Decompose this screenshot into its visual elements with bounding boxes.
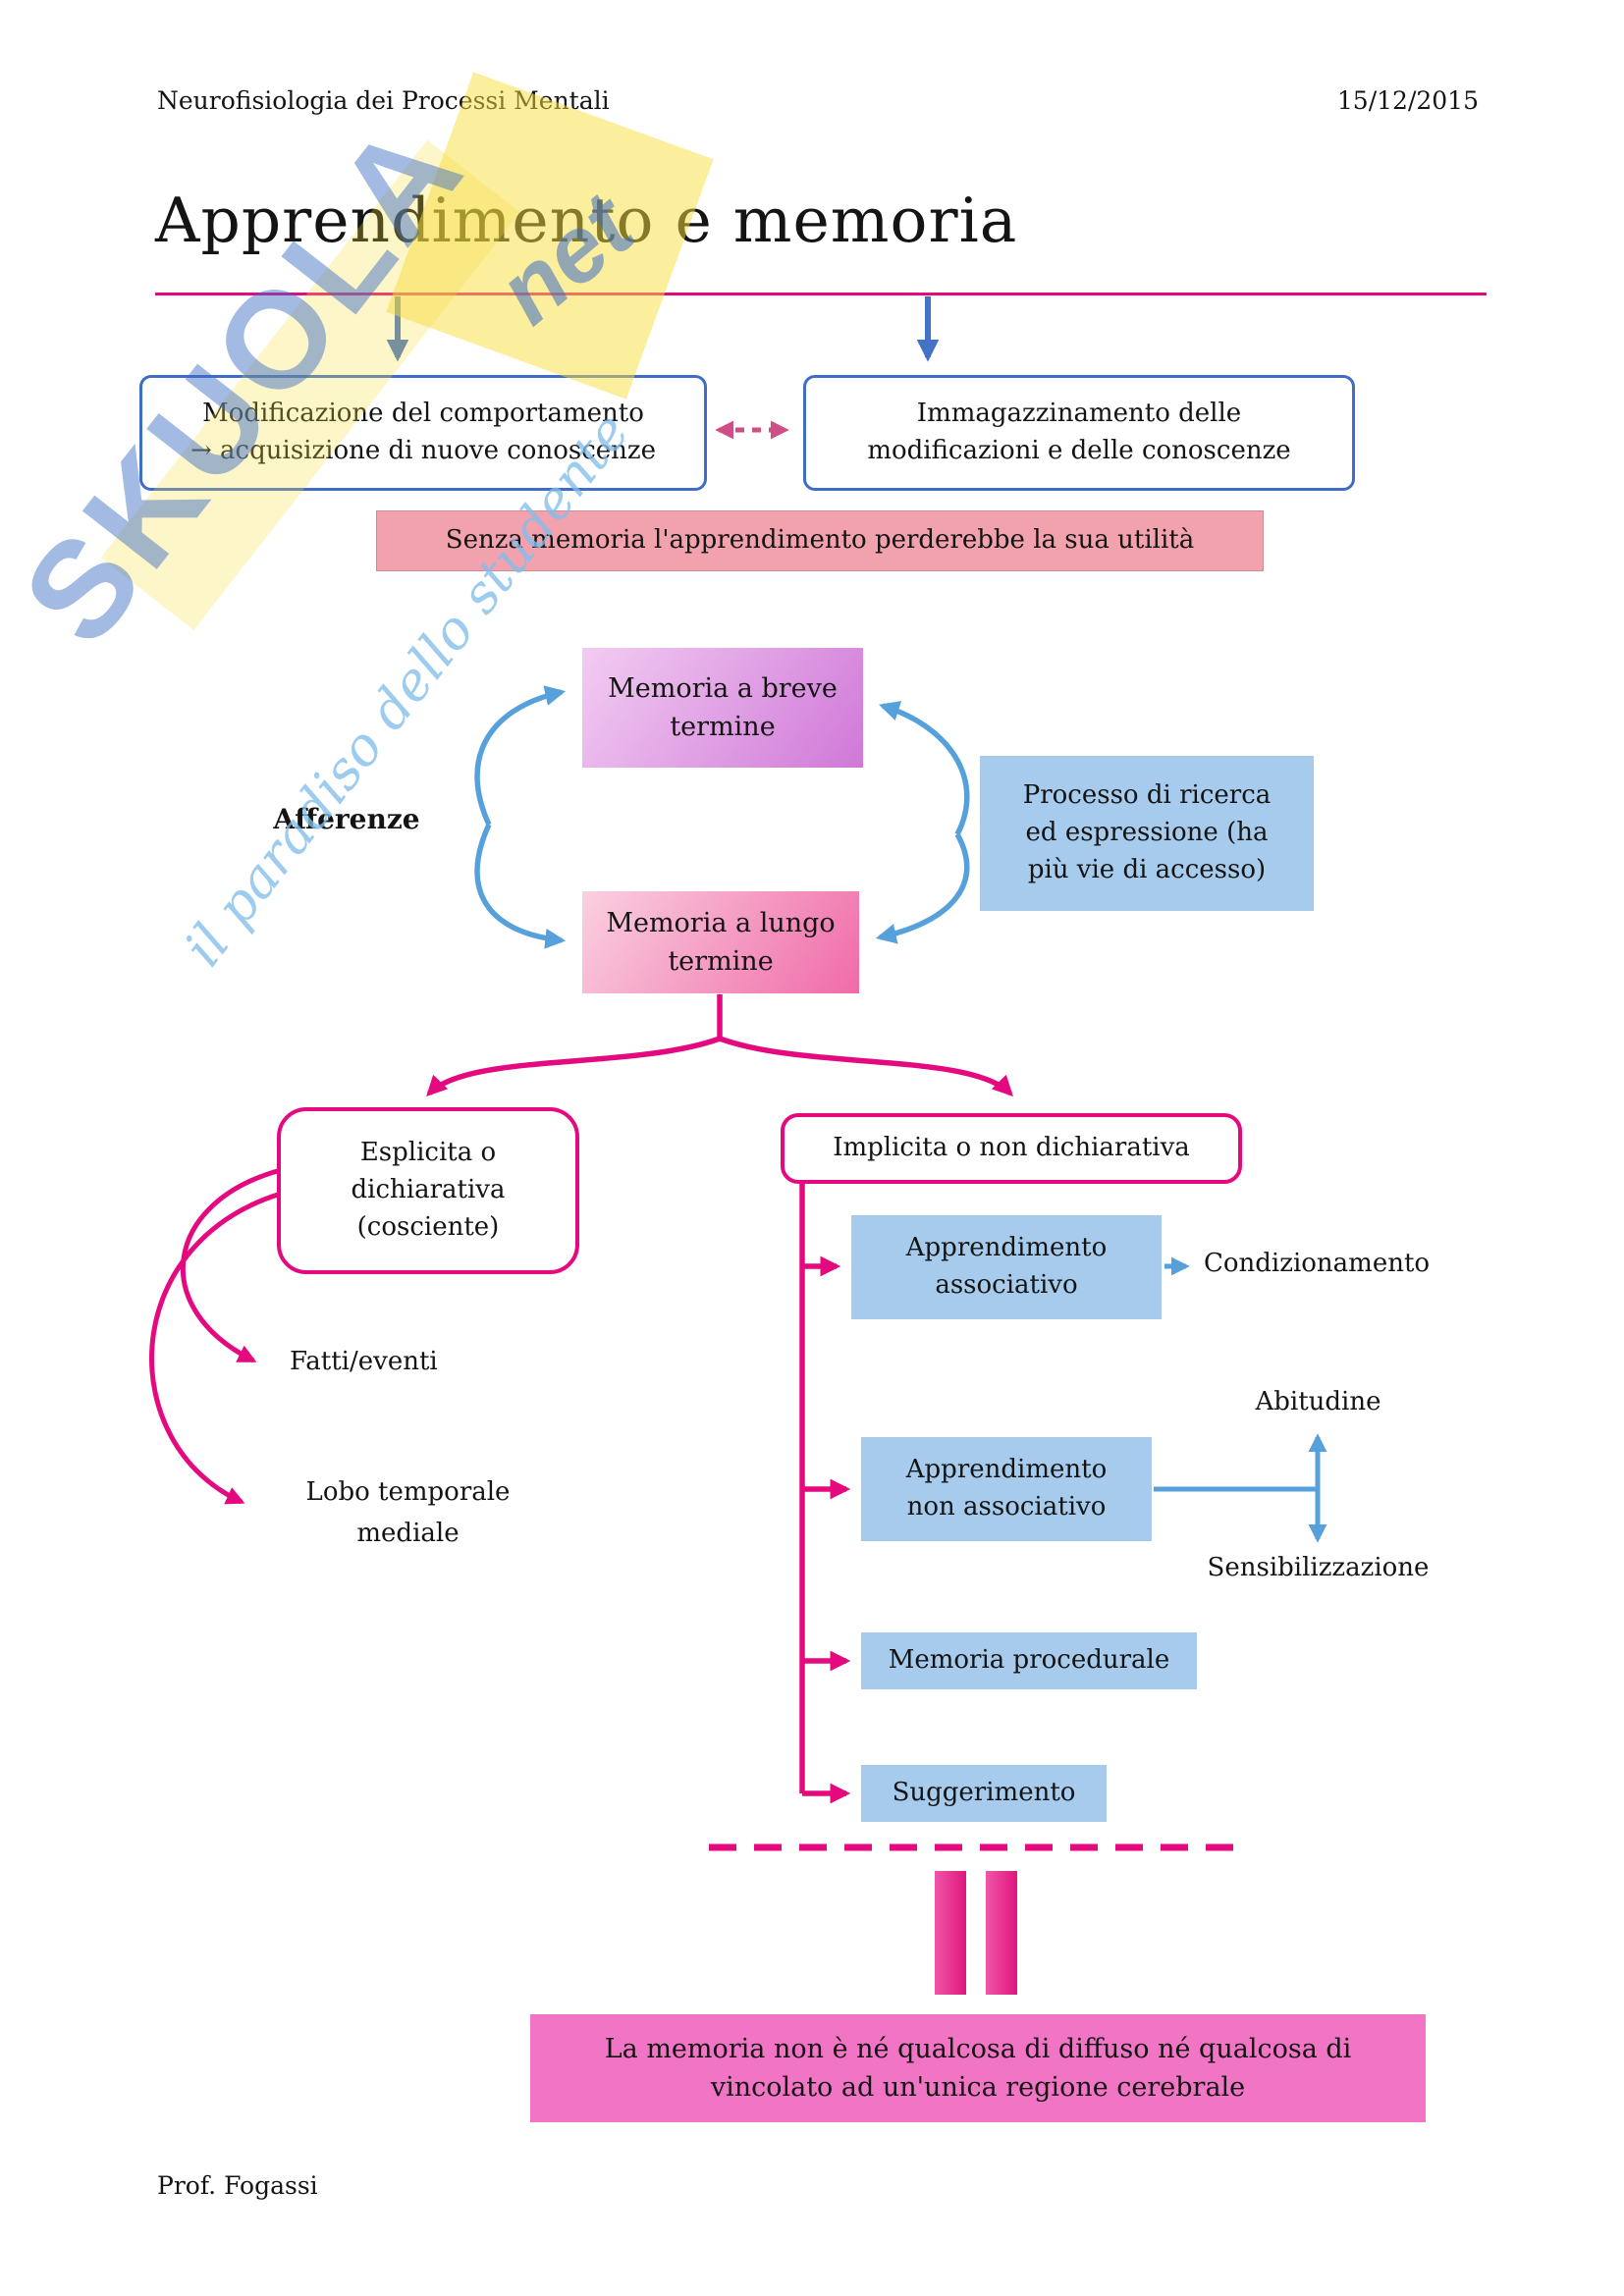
arrow-esplicita-to-lobo <box>149 1191 282 1505</box>
box-implicita-text: Implicita o non dichiarativa <box>833 1133 1190 1163</box>
box-conclusion-line2: vincolato ad un'unica regione cerebrale <box>710 2072 1246 2103</box>
box-breve-line1: Memoria a breve <box>608 672 838 704</box>
box-non-associativo-line2: non associativo <box>906 1492 1107 1522</box>
box-processo-ricerca: Processo di ricerca ed espressione (ha p… <box>980 756 1314 911</box>
label-afferenze: Afferenze <box>273 803 420 835</box>
box-non-associativo-line1: Apprendimento <box>905 1455 1108 1485</box>
box-associativo-line2: associativo <box>935 1270 1078 1300</box>
box-conclusion: La memoria non è né qualcosa di diffuso … <box>530 2014 1426 2122</box>
arrow-processo-to-breve <box>879 701 970 836</box>
box-apprendimento-non-associativo: Apprendimento non associativo <box>861 1437 1152 1541</box>
equals-bar-right <box>986 1871 1017 1995</box>
box-processo-line3: più vie di accesso) <box>1027 854 1267 884</box>
box-modificazione-line1: Modificazione del comportamento <box>202 399 644 429</box>
box-esplicita-line2: dichiarativa <box>351 1175 506 1205</box>
box-procedurale-text: Memoria procedurale <box>888 1645 1170 1676</box>
banner-senza-memoria: Senza memoria l'apprendimento perderebbe… <box>376 510 1264 571</box>
label-abitudine: Abitudine <box>1255 1387 1381 1416</box>
arrow-afferenze-to-lungo <box>474 823 567 949</box>
footer-author: Prof. Fogassi <box>157 2171 318 2200</box>
box-apprendimento-associativo: Apprendimento associativo <box>851 1215 1162 1319</box>
box-processo-line2: ed espressione (ha <box>1025 818 1269 848</box>
box-immagazzinamento-line1: Immagazzinamento delle <box>916 399 1242 429</box>
arrow-lungo-to-esplicita <box>426 1036 721 1096</box>
box-esplicita-dichiarativa: Esplicita o dichiarativa (cosciente) <box>277 1107 579 1274</box>
box-conclusion-line1: La memoria non è né qualcosa di diffuso … <box>604 2033 1352 2064</box>
box-breve-line2: termine <box>670 712 776 742</box>
box-processo-line1: Processo di ricerca <box>1022 780 1272 811</box>
box-lungo-line2: termine <box>668 946 774 977</box>
box-memoria-breve-termine: Memoria a breve termine <box>582 648 863 768</box>
box-implicita-non-dichiarativa: Implicita o non dichiarativa <box>781 1113 1242 1184</box>
box-modificazione-comportamento: Modificazione del comportamento → acquis… <box>139 375 707 491</box>
box-modificazione-line2: → acquisizione di nuove conoscenze <box>190 436 656 465</box>
label-lobo-temporale-mediale: Lobo temporale mediale <box>283 1472 533 1554</box>
arrow-afferenze-to-breve <box>474 685 567 827</box>
label-lobo-line2: mediale <box>356 1518 460 1548</box>
banner-senza-memoria-text: Senza memoria l'apprendimento perderebbe… <box>445 525 1195 556</box>
arrow-lungo-to-implicita <box>719 1036 1013 1096</box>
box-immagazzinamento: Immagazzinamento delle modificazioni e d… <box>803 375 1355 491</box>
box-memoria-procedurale: Memoria procedurale <box>861 1632 1197 1689</box>
box-suggerimento: Suggerimento <box>861 1765 1107 1822</box>
label-lobo-line1: Lobo temporale <box>305 1477 511 1507</box>
label-sensibilizzazione: Sensibilizzazione <box>1207 1553 1430 1582</box>
title-underline <box>155 293 1487 295</box>
box-suggerimento-text: Suggerimento <box>892 1778 1076 1808</box>
header-date: 15/12/2015 <box>1336 86 1479 115</box>
box-memoria-lungo-termine: Memoria a lungo termine <box>582 891 859 993</box>
box-associativo-line1: Apprendimento <box>905 1233 1108 1263</box>
box-esplicita-line1: Esplicita o <box>359 1138 497 1168</box>
label-condizionamento: Condizionamento <box>1204 1249 1431 1278</box>
arrow-processo-to-lungo <box>875 832 970 944</box>
box-lungo-line1: Memoria a lungo <box>606 907 836 938</box>
box-esplicita-line3: (cosciente) <box>356 1211 500 1242</box>
label-fatti-eventi: Fatti/eventi <box>290 1347 438 1376</box>
box-immagazzinamento-line2: modificazioni e delle conoscenze <box>867 436 1291 465</box>
equals-bar-left <box>935 1871 966 1995</box>
